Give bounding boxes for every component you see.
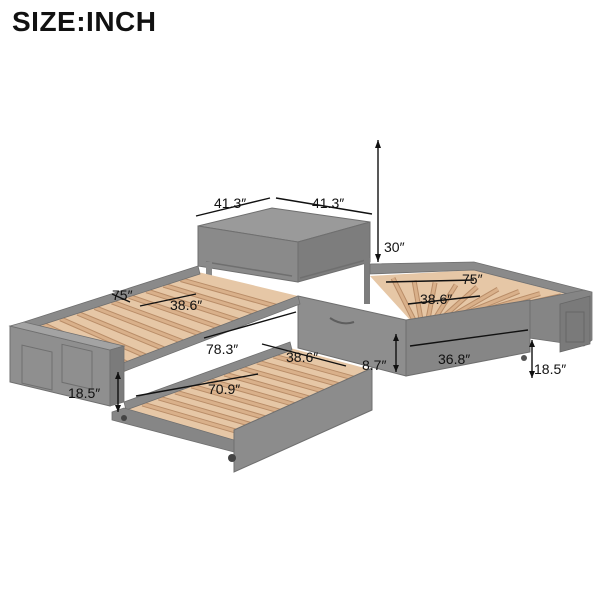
dimension-arrowheads [115,140,535,412]
left-bed-length-label: 75″ [112,287,133,303]
size-unit-title: SIZE:INCH [12,6,157,37]
trundle-slat [191,384,291,416]
left-bed-slat [128,294,225,331]
dimension-lines [111,140,533,412]
trundle-slat [158,396,264,430]
left-bed-slat [180,278,280,309]
trundle-slat [256,360,344,388]
trundle-caster [121,415,127,421]
right-bed-slat [433,284,458,321]
left-bed-slat [111,300,206,338]
right-bed-drawer-width-label: 36.8″ [438,351,470,367]
right-bed-end-panel [559,295,591,353]
trundle-slat [273,354,358,381]
right-bed-length-label: 75″ [462,271,483,287]
trundle-slat [141,402,250,437]
cabinet-leg [364,258,370,304]
right-bed-slat-width-label: 38.6″ [420,291,452,307]
left-bed-slat-width-label: 38.6″ [170,297,202,313]
trundle-slat [174,390,277,423]
right-bed-slat-area [370,270,582,320]
left-bed-slat [94,306,187,345]
trundle-back-rail [123,341,293,411]
right-bed-height-label: 18.5″ [534,361,566,377]
trundle-height-label: 8.7″ [362,357,386,373]
cabinet-width-right-label: 41.3″ [312,195,344,211]
trundle-slat-width-label: 38.6″ [286,349,318,365]
left-bed-slat [145,289,243,324]
trundle-caster [228,454,236,462]
left-bed-slat [77,311,169,352]
cabinet-height-label: 30″ [384,239,405,255]
trundle-length-label: 70.9″ [208,381,240,397]
trundle-slat [240,366,331,395]
trundle [111,341,373,473]
left-bed [8,265,301,407]
trundle-slat [223,372,317,402]
left-bed-side-length-label: 78.3″ [206,341,238,357]
right-bed-slat [391,277,416,323]
trundle-slat [207,378,304,409]
right-bed [297,261,593,377]
right-bed-slat [412,280,423,322]
left-bed-slat [163,283,262,316]
cabinet-width-left-label: 41.3″ [214,195,246,211]
left-bed-slat [59,317,150,359]
left-bed-height-label: 18.5″ [68,385,100,401]
